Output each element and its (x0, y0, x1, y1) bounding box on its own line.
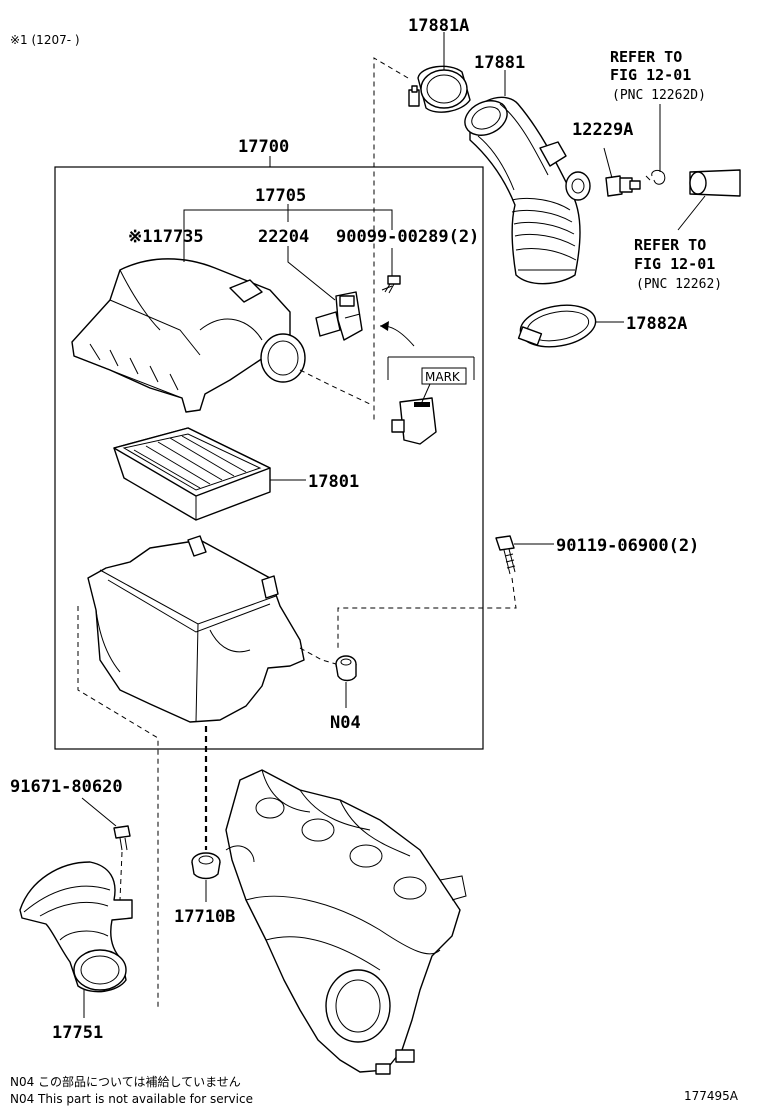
refer-label-2-line1: REFER TO (634, 236, 706, 254)
intake-manifold (225, 769, 467, 1075)
footer-note-jp: N04 この部品については補給していません (10, 1074, 241, 1089)
sensor-detail (391, 383, 437, 445)
refer-label-2-line3: (PNC 12262) (636, 277, 722, 292)
label-17881: 17881 (474, 53, 525, 73)
label-17751: 17751 (52, 1023, 103, 1043)
intake-hose-17881[interactable] (459, 94, 591, 285)
bolt-91671-80620[interactable] (113, 825, 131, 851)
label-90099-00289: 90099-00289(2) (336, 227, 479, 247)
refer-label-1-line1: REFER TO (610, 48, 682, 66)
label-17700: 17700 (238, 137, 289, 157)
label-22204: 22204 (258, 227, 309, 247)
refer-label-2-line2: FIG 12-01 (634, 255, 715, 273)
clamp-17881A[interactable] (408, 65, 471, 113)
hose-clip (645, 169, 666, 185)
label-17735: ※117735 (128, 227, 204, 247)
inlet-duct-17751[interactable] (19, 861, 133, 993)
grommet-17710B[interactable] (191, 852, 221, 880)
refer-label-1-line3: (PNC 12262D) (612, 88, 706, 103)
label-17710B: 17710B (174, 907, 235, 927)
label-90119-06900: 90119-06900(2) (556, 536, 699, 556)
label-17882A: 17882A (626, 314, 687, 334)
mark-box (421, 367, 467, 385)
mark-label: MARK (425, 370, 461, 384)
bolt-90119-06900[interactable] (495, 535, 516, 575)
label-N04: N04 (330, 713, 361, 733)
label-17801: 17801 (308, 472, 359, 492)
label-17705: 17705 (255, 186, 306, 206)
refer-label-1-line2: FIG 12-01 (610, 66, 691, 84)
grommet-N04[interactable] (335, 655, 357, 682)
label-91671-80620: 91671-80620 (10, 777, 123, 797)
maf-sensor-22204[interactable] (315, 291, 363, 341)
label-12229A: 12229A (572, 120, 633, 140)
air-cleaner-cap-17735[interactable] (71, 258, 306, 413)
screw-90099-00289[interactable] (381, 275, 401, 294)
label-17881A: 17881A (408, 16, 469, 36)
air-cleaner-case[interactable] (87, 535, 305, 723)
clamp-17882A[interactable] (517, 300, 599, 353)
assembly-box-17700 (54, 166, 484, 750)
figure-id: 177495A (684, 1089, 739, 1103)
header-note: ※1 (1207- ) (10, 33, 80, 47)
nipple-12229A[interactable] (605, 175, 641, 197)
hose-end (689, 169, 741, 197)
air-filter-17801[interactable] (113, 427, 271, 521)
footer-note-en: N04 This part is not available for servi… (10, 1092, 253, 1106)
